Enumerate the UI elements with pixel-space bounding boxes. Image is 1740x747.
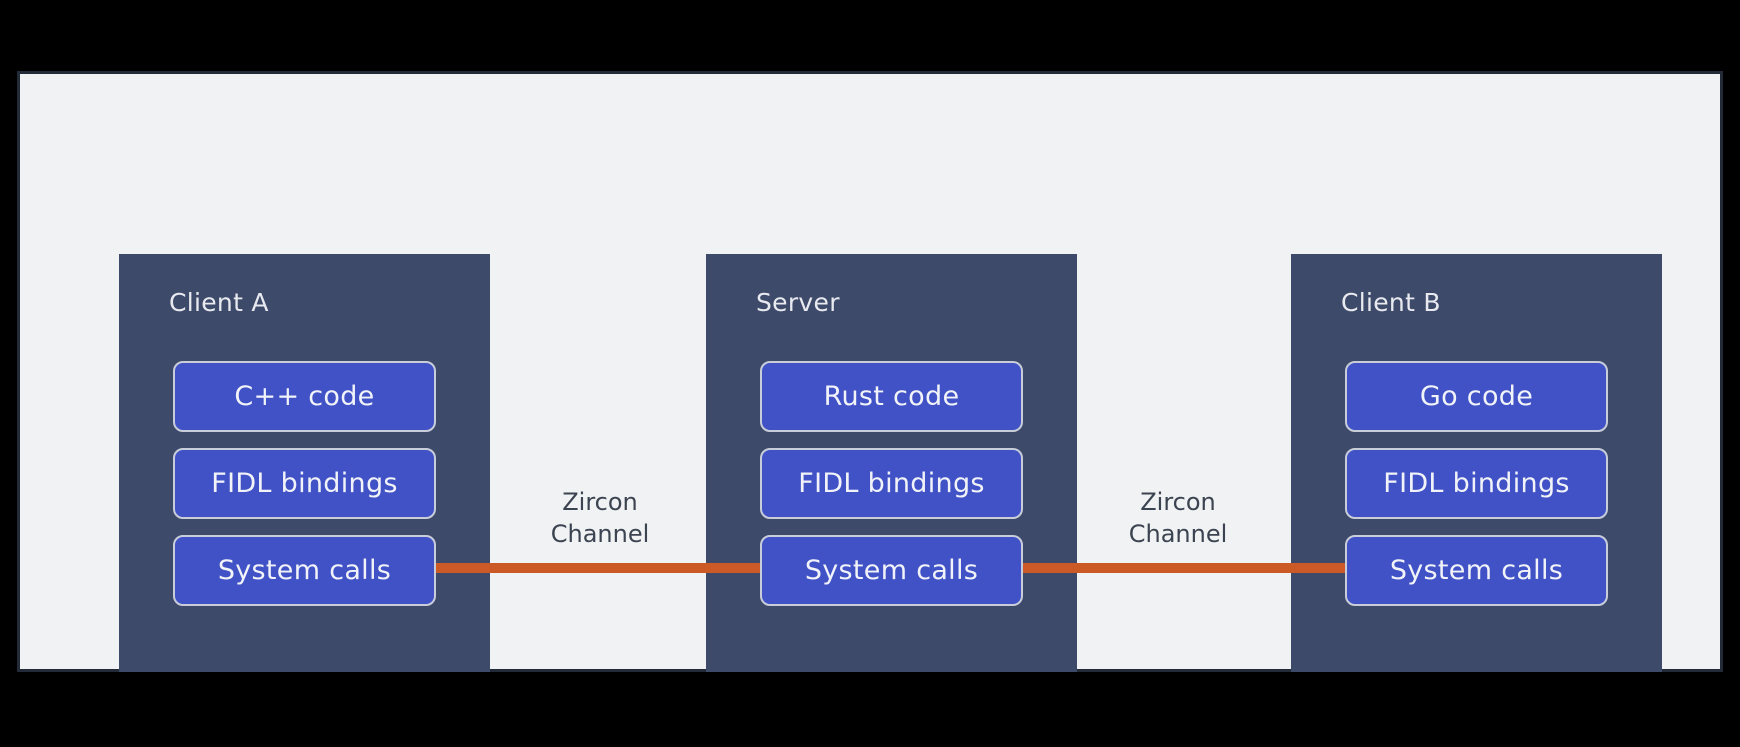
zircon-channel-label-right: Zircon Channel	[1078, 486, 1278, 550]
node-fidl-bindings: FIDL bindings	[760, 448, 1023, 519]
node-cpp-code: C++ code	[173, 361, 436, 432]
node-fidl-bindings: FIDL bindings	[1345, 448, 1608, 519]
node-go-code: Go code	[1345, 361, 1608, 432]
channel-label-line: Zircon	[1140, 488, 1216, 516]
channel-label-line: Channel	[1128, 520, 1228, 548]
node-system-calls: System calls	[173, 535, 436, 606]
panel-client-a: Client A C++ code FIDL bindings System c…	[119, 254, 490, 672]
channel-label-line: Channel	[550, 520, 650, 548]
panel-title: Client A	[169, 288, 269, 317]
channel-label-line: Zircon	[562, 488, 638, 516]
zircon-channel-line-right	[1018, 563, 1352, 573]
panel-client-b: Client B Go code FIDL bindings System ca…	[1291, 254, 1662, 672]
panel-title: Client B	[1341, 288, 1441, 317]
node-system-calls: System calls	[1345, 535, 1608, 606]
node-fidl-bindings: FIDL bindings	[173, 448, 436, 519]
panel-server: Server Rust code FIDL bindings System ca…	[706, 254, 1077, 672]
zircon-channel-label-left: Zircon Channel	[500, 486, 700, 550]
zircon-channel-line-left	[432, 563, 764, 573]
panel-title: Server	[756, 288, 840, 317]
node-system-calls: System calls	[760, 535, 1023, 606]
node-rust-code: Rust code	[760, 361, 1023, 432]
diagram-canvas: Zircon Channel Zircon Channel Client A C…	[17, 71, 1723, 672]
